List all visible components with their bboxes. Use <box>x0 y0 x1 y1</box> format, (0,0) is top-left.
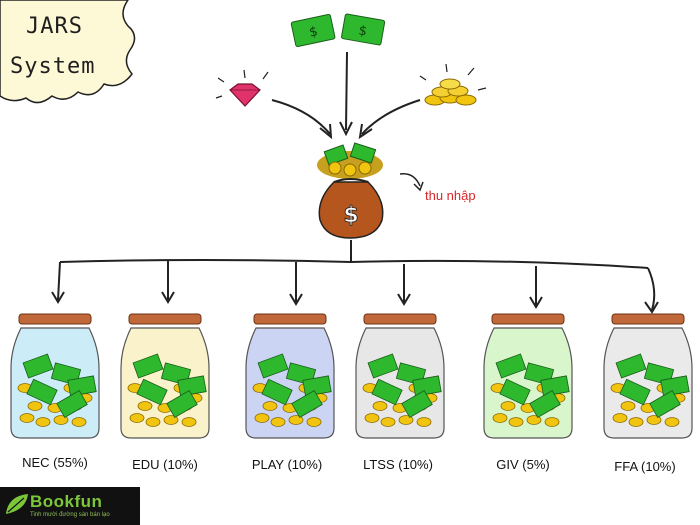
title-line-2: System <box>10 54 96 79</box>
cash-note <box>495 353 527 379</box>
coin <box>508 417 524 427</box>
income-label: thu nhập <box>425 188 476 203</box>
coin <box>129 413 145 423</box>
cash-note <box>257 353 289 379</box>
jar-1 <box>10 313 100 439</box>
coin <box>544 417 560 427</box>
jar-label-ffa: FFA (10%) <box>614 459 676 474</box>
cash-note <box>166 390 198 418</box>
coin <box>71 417 87 427</box>
jar-lid <box>18 313 92 325</box>
thought-bubble <box>0 0 136 104</box>
svg-text:$: $ <box>343 203 358 228</box>
jar-label-ltss: LTSS (10%) <box>363 457 433 472</box>
coin <box>270 417 286 427</box>
income-pointer-arrow <box>399 173 424 192</box>
cash-note <box>615 353 647 379</box>
coin <box>137 401 153 411</box>
coin <box>364 413 380 423</box>
cash-note <box>619 378 651 406</box>
jar-3 <box>245 313 335 439</box>
coin <box>612 413 628 423</box>
jar-label-edu: EDU (10%) <box>132 457 198 472</box>
brand-tagline: Tinh mười đường sàn bán lạo <box>30 512 110 518</box>
cash-note <box>401 390 433 418</box>
cash-note <box>67 375 97 397</box>
cash-note <box>371 378 403 406</box>
jar-lid <box>128 313 202 325</box>
jar-5 <box>483 313 573 439</box>
jar-label-nec: NEC (55%) <box>22 455 88 470</box>
coin <box>628 417 644 427</box>
coin <box>306 417 322 427</box>
cash-note <box>660 375 690 397</box>
cash-note <box>412 375 442 397</box>
cash-note <box>291 390 323 418</box>
coin <box>416 417 432 427</box>
jars-group <box>10 313 693 439</box>
jar-label-play: PLAY (10%) <box>251 457 323 472</box>
cash-note <box>136 378 168 406</box>
cash-note <box>132 353 164 379</box>
jar-lid <box>253 313 327 325</box>
coin <box>620 401 636 411</box>
coin <box>372 401 388 411</box>
coin-pile-icon <box>419 63 487 106</box>
jar-lid <box>491 313 565 325</box>
cash-icon: $ $ <box>290 13 386 48</box>
coin <box>664 417 680 427</box>
coin <box>181 417 197 427</box>
jar-lid <box>611 313 685 325</box>
cash-note <box>649 390 681 418</box>
jar-2 <box>120 313 210 439</box>
jar-label-giv: GIV (5%) <box>496 457 550 472</box>
cash-note <box>177 375 207 397</box>
leaf-icon <box>6 494 28 514</box>
cash-note <box>367 353 399 379</box>
distribution-lines <box>51 240 659 314</box>
cash-note <box>529 390 561 418</box>
coin <box>35 417 51 427</box>
cash-note <box>26 378 58 406</box>
coin <box>380 417 396 427</box>
cash-note <box>22 353 54 379</box>
brand-name: Bookfun <box>30 492 103 511</box>
title-line-1: JARS <box>26 14 83 39</box>
coin <box>492 413 508 423</box>
coin <box>19 413 35 423</box>
coin <box>145 417 161 427</box>
cash-note <box>540 375 570 397</box>
cash-note <box>261 378 293 406</box>
brand-logo-box <box>0 487 140 525</box>
gem-icon <box>215 69 269 107</box>
money-bag-icon: $ <box>317 142 384 239</box>
coin <box>262 401 278 411</box>
cash-note <box>499 378 531 406</box>
coin <box>27 401 43 411</box>
jar-4 <box>355 313 445 439</box>
cash-note <box>56 390 88 418</box>
jar-6 <box>603 313 693 439</box>
coin <box>254 413 270 423</box>
income-arrows <box>271 51 421 140</box>
svg-text:$: $ <box>308 24 319 40</box>
cash-note <box>302 375 332 397</box>
coin <box>500 401 516 411</box>
svg-text:$: $ <box>357 23 368 39</box>
jar-lid <box>363 313 437 325</box>
